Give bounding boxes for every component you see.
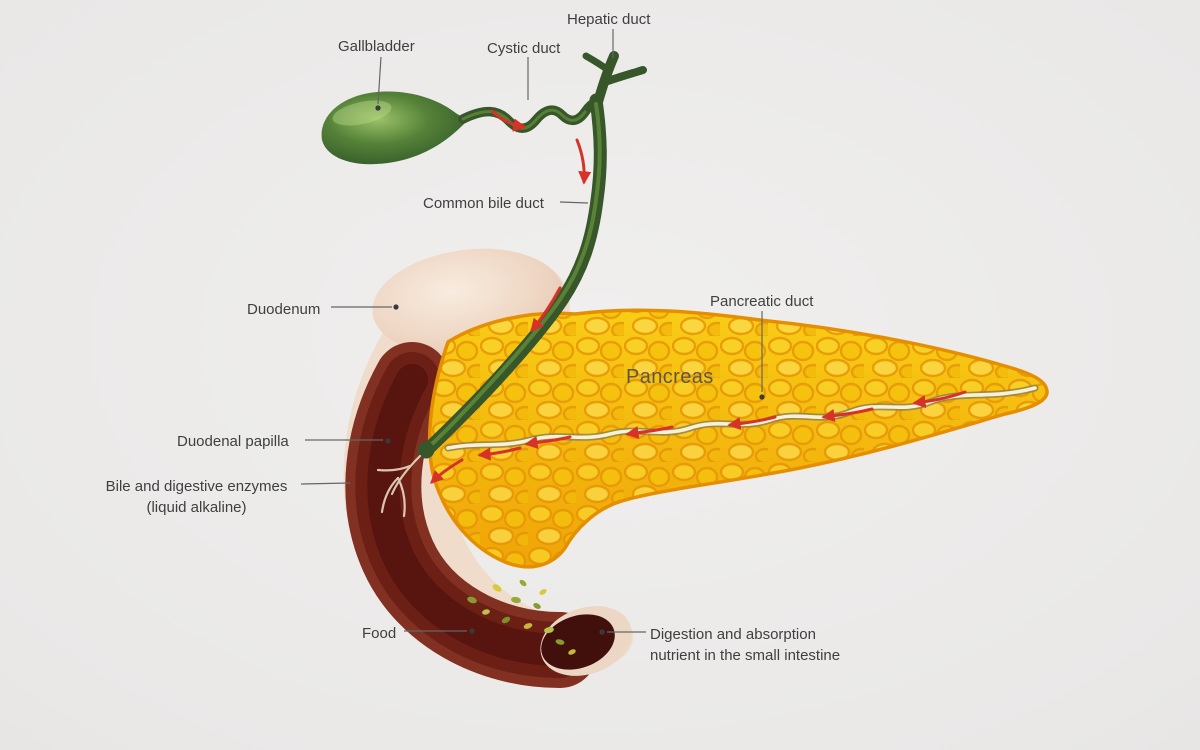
label-digestion-line2: nutrient in the small intestine: [650, 647, 841, 664]
label-digestion-line1: Digestion and absorption: [650, 626, 816, 643]
label-duodenum: Duodenum: [247, 301, 321, 318]
gallbladder-shape: [321, 91, 471, 165]
flow-arrows: [430, 109, 967, 484]
bile-spray: [376, 454, 422, 518]
leader-lines: [300, 29, 765, 635]
food-particles: [467, 579, 576, 655]
label-bile-enzymes: Bile and digestive enzymes (liquid alkal…: [95, 476, 298, 518]
label-pancreatic-duct: Pancreatic duct: [710, 293, 814, 310]
bile-ducts: [417, 51, 647, 459]
label-digestion: Digestion and absorption nutrient in the…: [650, 624, 840, 666]
label-bile-enzymes-line1: Bile and digestive enzymes: [105, 478, 288, 495]
label-cystic-duct: Cystic duct: [487, 40, 561, 57]
label-duodenal-papilla: Duodenal papilla: [177, 433, 289, 450]
label-gallbladder: Gallbladder: [338, 38, 415, 55]
label-bile-enzymes-line2: (liquid alkaline): [146, 499, 247, 516]
label-pancreas: Pancreas: [626, 366, 714, 388]
pancreas-shape: [427, 308, 1049, 569]
label-common-bile-duct: Common bile duct: [423, 195, 544, 212]
label-food: Food: [362, 625, 397, 642]
label-hepatic-duct: Hepatic duct: [567, 11, 651, 28]
